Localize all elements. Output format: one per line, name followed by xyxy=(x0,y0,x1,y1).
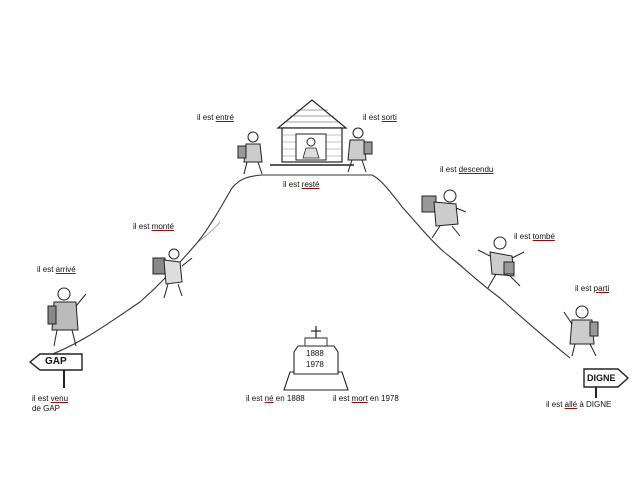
label-parti: il est parti xyxy=(575,284,610,293)
hiker-climbing-icon xyxy=(152,248,193,299)
hiker-falling-icon xyxy=(477,236,525,289)
label-venu: il est venu de GAP xyxy=(32,394,69,413)
label-arrive: il est arrivé xyxy=(37,265,76,274)
tombstone-death: 1978 xyxy=(306,360,324,369)
label-descendu: il est descendu xyxy=(440,165,494,174)
label-entre: il est entré xyxy=(197,113,234,122)
gap-sign-icon xyxy=(28,353,83,388)
hiker-descending-icon xyxy=(421,189,467,239)
hiker-arrived-icon xyxy=(47,287,87,347)
label-alle: il est allé à DIGNE xyxy=(546,400,612,409)
digne-sign-icon xyxy=(583,368,630,398)
house-icon xyxy=(270,99,354,166)
label-mort: il est mort en 1978 xyxy=(333,394,399,403)
label-reste: il est resté xyxy=(283,180,320,189)
hiker-entering-icon xyxy=(237,131,263,175)
label-ne: il est né en 1888 xyxy=(246,394,305,403)
tombstone-icon xyxy=(283,326,349,391)
tombstone-birth: 1888 xyxy=(306,349,324,358)
label-monte: il est monté xyxy=(133,222,174,231)
digne-sign-text: DIGNE xyxy=(587,373,616,383)
label-tombe: il est tombé xyxy=(514,232,555,241)
hiker-exiting-icon xyxy=(347,127,373,173)
gap-sign-text: GAP xyxy=(45,356,67,367)
hiker-leaving-icon xyxy=(563,305,599,357)
mountain-outline xyxy=(41,174,571,359)
label-sorti: il est sorti xyxy=(363,113,397,122)
